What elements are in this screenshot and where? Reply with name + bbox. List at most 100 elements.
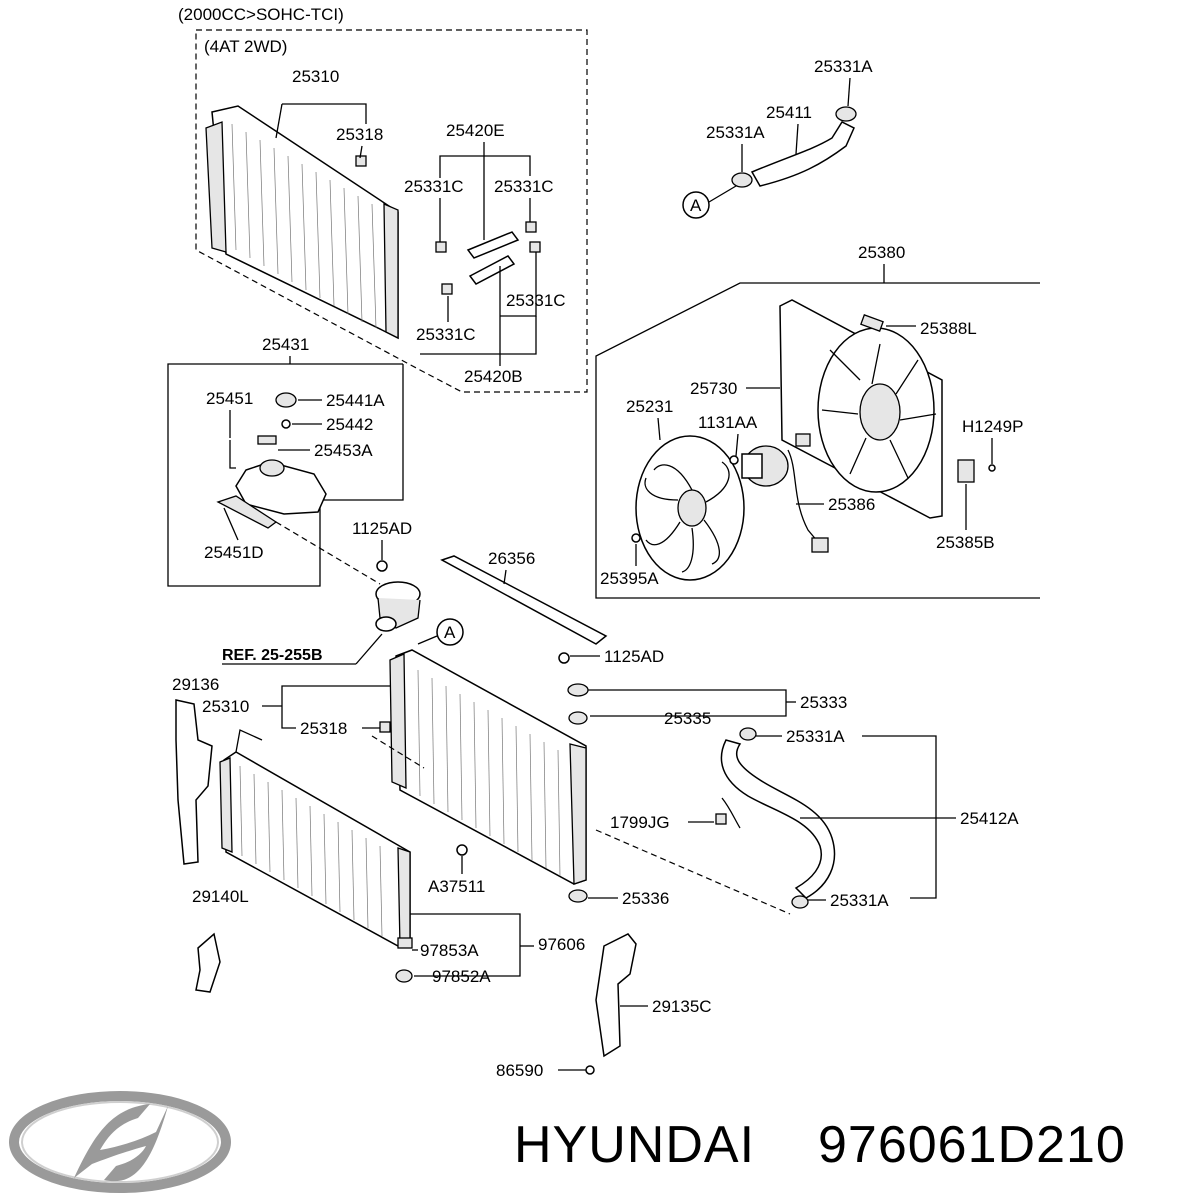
label-25231: 25231 xyxy=(626,397,673,416)
label-25380: 25380 xyxy=(858,243,905,262)
bolt-icon-4 xyxy=(376,560,388,572)
filler-neck-icon xyxy=(375,581,421,632)
bolt-icon-2 xyxy=(631,533,641,543)
gasket-icon xyxy=(281,419,291,429)
support-bar-icon xyxy=(440,555,608,645)
label-26356: 26356 xyxy=(488,549,535,568)
clamp-icon-2 xyxy=(731,172,753,188)
label-25386: 25386 xyxy=(828,495,875,514)
label-H1249P: H1249P xyxy=(962,417,1023,436)
cap-icon xyxy=(275,392,297,408)
insulator-icon xyxy=(568,711,588,725)
label-1125AD-a: 1125AD xyxy=(352,519,412,538)
label-25310-inset: 25310 xyxy=(292,67,339,86)
bracket-icon xyxy=(229,440,236,469)
fan-shroud-icon xyxy=(779,299,943,519)
label-25451D: 25451D xyxy=(204,543,264,562)
reservoir-group-frame xyxy=(167,363,404,587)
label-25730: 25730 xyxy=(690,379,737,398)
label-25442: 25442 xyxy=(326,415,373,434)
inset-radiator-icon xyxy=(205,105,399,340)
label-25385B: 25385B xyxy=(936,533,995,552)
label-25336: 25336 xyxy=(622,889,669,908)
insulator-icon-2 xyxy=(568,889,588,903)
upper-hose-icon xyxy=(750,121,855,187)
fan-group-frame xyxy=(595,282,1040,599)
label-25331A-main-a: 25331A xyxy=(786,727,845,746)
inset-radiator-group: (2000CC>SOHC-TCI) (4AT 2WD) xyxy=(178,5,588,393)
air-guard-small-icon xyxy=(195,932,221,993)
footer: HYUNDAI 976061D210 xyxy=(9,1091,1126,1193)
clamp-icon xyxy=(835,106,857,122)
hyundai-logo-icon xyxy=(9,1091,231,1193)
fan-motor-icon xyxy=(741,433,829,553)
label-25318-main: 25318 xyxy=(300,719,347,738)
label-25331C-a: 25331C xyxy=(404,177,464,196)
label-25431: 25431 xyxy=(262,335,309,354)
label-25331C-d: 25331C xyxy=(416,325,476,344)
svg-text:A: A xyxy=(444,623,456,642)
drier-cap-icon xyxy=(397,937,413,949)
drier-plug-icon xyxy=(395,969,413,983)
label-25411: 25411 xyxy=(766,103,812,122)
label-25420E: 25420E xyxy=(446,121,505,140)
label-97606: 97606 xyxy=(538,935,585,954)
engine-header: (2000CC>SOHC-TCI) xyxy=(178,5,344,24)
bolt-icon xyxy=(729,455,739,465)
label-25388L: 25388L xyxy=(920,319,977,338)
label-25412A: 25412A xyxy=(960,809,1019,828)
label-25331A-top-a: 25331A xyxy=(814,57,873,76)
reservoir-tank-icon xyxy=(216,459,327,529)
label-25310-main: 25310 xyxy=(202,697,249,716)
inset-clamp-icon xyxy=(355,155,541,295)
label-29135C: 29135C xyxy=(652,997,712,1016)
bolt-icon-3 xyxy=(988,464,996,472)
condenser-icon xyxy=(219,729,411,948)
main-assembly-group: 1125AD 26356 REF. 25-255B A xyxy=(172,519,1019,1080)
label-25331A-top-b: 25331A xyxy=(706,123,765,142)
label-25441A: 25441A xyxy=(326,391,385,410)
label-1799JG: 1799JG xyxy=(610,813,670,832)
mount-icon xyxy=(567,683,589,697)
fan-blade-icon xyxy=(635,435,745,581)
ref-marker-a-top xyxy=(682,191,710,219)
bracket-icon-2 xyxy=(379,721,391,733)
air-guard-left-icon xyxy=(175,699,213,865)
label-1125AD-b: 1125AD xyxy=(604,647,664,666)
connector-icon xyxy=(957,459,975,483)
label-25420B: 25420B xyxy=(464,367,523,386)
bolt-icon-5 xyxy=(558,652,570,664)
svg-text:A: A xyxy=(690,196,702,215)
clip-icon xyxy=(585,1065,595,1075)
bolt-icon-6 xyxy=(456,844,468,856)
label-25318-inset: 25318 xyxy=(336,125,383,144)
inset-hose-icon xyxy=(466,231,520,285)
label-25331C-b: 25331C xyxy=(494,177,554,196)
label-25333: 25333 xyxy=(800,693,847,712)
label-25335: 25335 xyxy=(664,709,711,728)
inset-dashed-frame xyxy=(195,29,588,393)
part-number: 976061D210 xyxy=(818,1116,1126,1174)
fan-assembly-group: 25380 25388L 25730 xyxy=(595,243,1040,599)
label-A37511: A37511 xyxy=(428,877,485,896)
drive-header: (4AT 2WD) xyxy=(204,37,287,56)
reservoir-group: 25431 25451 25441A 25442 25453A 25451D xyxy=(167,335,404,587)
label-plate-icon-2 xyxy=(257,435,277,445)
lower-hose-icon xyxy=(715,727,836,909)
upper-hose-group: 25331A 25411 25331A A xyxy=(682,57,873,219)
label-97852A: 97852A xyxy=(432,967,491,986)
air-guard-right-icon xyxy=(595,933,637,1058)
ref-label: REF. 25-255B xyxy=(222,647,323,664)
main-radiator-icon xyxy=(389,649,587,885)
label-29140L: 29140L xyxy=(192,887,249,906)
label-97853A: 97853A xyxy=(420,941,479,960)
label-25451: 25451 xyxy=(206,389,253,408)
label-29136: 29136 xyxy=(172,675,219,694)
label-25395A: 25395A xyxy=(600,569,659,588)
label-1131AA: 1131AA xyxy=(698,413,758,432)
label-25453A: 25453A xyxy=(314,441,373,460)
label-86590: 86590 xyxy=(496,1061,543,1080)
brand-name: HYUNDAI xyxy=(514,1116,755,1174)
label-25331A-main-b: 25331A xyxy=(830,891,889,910)
